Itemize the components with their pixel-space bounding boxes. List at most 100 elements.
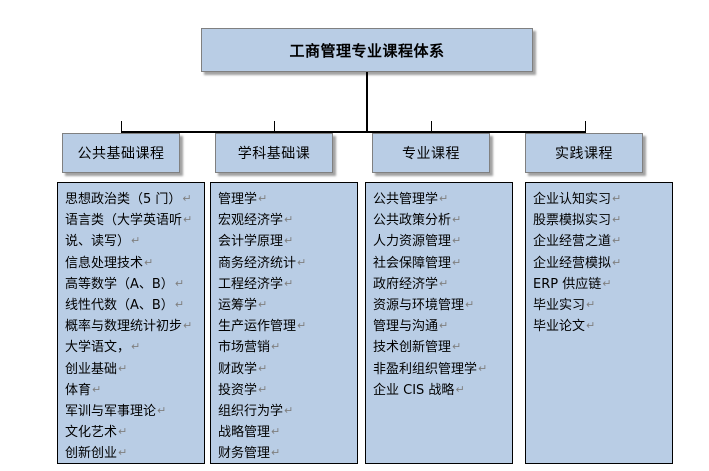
- paragraph-return-icon: ↵: [612, 234, 622, 248]
- paragraph-return-icon: ↵: [455, 382, 465, 396]
- course-item: 财政学↵: [218, 359, 357, 380]
- course-label: 企业经营之道: [533, 234, 612, 250]
- course-item: 信息处理技术↵: [65, 253, 204, 274]
- course-label: 股票模拟实习: [533, 213, 612, 229]
- course-item: 政府经济学↵: [373, 274, 512, 295]
- course-label: 财政学: [218, 361, 258, 377]
- course-item: 体育↵: [65, 380, 204, 401]
- course-item: 宏观经济学↵: [218, 210, 357, 231]
- course-item: 大学语文，↵: [65, 337, 204, 358]
- course-label: 工程经济学: [218, 276, 284, 292]
- course-label: 文化艺术: [65, 425, 118, 441]
- paragraph-return-icon: ↵: [452, 340, 462, 354]
- paragraph-return-icon: ↵: [271, 425, 281, 439]
- paragraph-return-icon: ↵: [131, 340, 141, 354]
- connector-drop-1: [274, 121, 275, 133]
- paragraph-return-icon: ↵: [271, 340, 281, 354]
- course-item: 企业经营之道↵: [533, 231, 672, 252]
- root-title: 工商管理专业课程体系: [289, 41, 445, 60]
- course-item: 创新创业↵: [65, 443, 204, 464]
- course-item: 企业经营模拟↵: [533, 253, 672, 274]
- course-item: 会计学原理↵: [218, 231, 357, 252]
- course-item: 投资学↵: [218, 380, 357, 401]
- course-item: 企业 CIS 战略↵: [373, 380, 512, 401]
- paragraph-return-icon: ↵: [284, 276, 294, 290]
- course-label: 宏观经济学: [218, 213, 284, 229]
- course-item: 运筹学↵: [218, 295, 357, 316]
- category-node-discipline-foundation[interactable]: 学科基础课: [215, 133, 333, 173]
- course-label: 商务经济统计: [218, 255, 297, 271]
- course-label: 说、读写）: [65, 234, 131, 250]
- course-item: 公共政策分析↵: [373, 210, 512, 231]
- paragraph-return-icon: ↵: [612, 192, 622, 205]
- course-label: 人力资源管理: [373, 234, 452, 250]
- course-label: 市场营销: [218, 340, 271, 356]
- paragraph-return-icon: ↵: [182, 192, 192, 205]
- course-item: 股票模拟实习↵: [533, 210, 672, 231]
- paragraph-return-icon: ↵: [284, 404, 294, 418]
- connector-stem: [366, 72, 368, 133]
- course-label: 思想政治类（5 门）: [65, 192, 182, 207]
- course-label: 公共政策分析: [373, 213, 452, 229]
- course-item: 非盈利组织管理学↵: [373, 359, 512, 380]
- course-item: 财务管理↵: [218, 443, 357, 464]
- course-item: 军训与军事理论↵: [65, 401, 204, 422]
- paragraph-return-icon: ↵: [612, 213, 622, 227]
- paragraph-return-icon: ↵: [284, 213, 294, 227]
- course-item: 高等数学（A、B）↵: [65, 274, 204, 295]
- paragraph-return-icon: ↵: [452, 213, 462, 227]
- paragraph-return-icon: ↵: [258, 298, 268, 312]
- paragraph-return-icon: ↵: [297, 255, 307, 269]
- course-item: 人力资源管理↵: [373, 231, 512, 252]
- course-item: 商务经济统计↵: [218, 253, 357, 274]
- category-label: 专业课程: [402, 146, 460, 162]
- paragraph-return-icon: ↵: [439, 319, 449, 333]
- course-item: 创业基础↵: [65, 359, 204, 380]
- course-label: 企业经营模拟: [533, 255, 612, 271]
- paragraph-return-icon: ↵: [284, 234, 294, 248]
- course-item: 毕业实习↵: [533, 295, 672, 316]
- course-label: 组织行为学: [218, 404, 284, 420]
- paragraph-return-icon: ↵: [602, 276, 612, 290]
- category-node-practice[interactable]: 实践课程: [525, 133, 643, 173]
- paragraph-return-icon: ↵: [131, 234, 141, 248]
- course-label: 生产运作管理: [218, 319, 297, 335]
- category-label: 学科基础课: [237, 146, 311, 162]
- course-item: 战略管理↵: [218, 422, 357, 443]
- root-node[interactable]: 工商管理专业课程体系: [201, 28, 533, 72]
- course-item: 管理与沟通↵: [373, 316, 512, 337]
- course-item: 生产运作管理↵: [218, 316, 357, 337]
- course-item: 语言类（大学英语听↵: [65, 210, 204, 231]
- course-label: ERP 供应链: [533, 276, 602, 292]
- course-label: 体育: [65, 382, 92, 398]
- category-label: 公共基础课程: [77, 146, 165, 162]
- category-node-major[interactable]: 专业课程: [372, 133, 490, 173]
- category-node-public-foundation[interactable]: 公共基础课程: [62, 133, 180, 173]
- connector-bus: [121, 131, 586, 133]
- paragraph-return-icon: ↵: [439, 192, 449, 205]
- paragraph-return-icon: ↵: [452, 255, 462, 269]
- paragraph-return-icon: ↵: [612, 255, 622, 269]
- paragraph-return-icon: ↵: [452, 234, 462, 248]
- course-list-major: 公共管理学↵公共政策分析↵人力资源管理↵社会保障管理↵政府经济学↵资源与环境管理…: [365, 182, 513, 464]
- course-label: 投资学: [218, 382, 258, 398]
- paragraph-return-icon: ↵: [144, 255, 154, 269]
- course-label: 技术创新管理: [373, 340, 452, 356]
- course-label: 资源与环境管理: [373, 298, 465, 314]
- course-label: 财务管理: [218, 446, 271, 462]
- paragraph-return-icon: ↵: [586, 319, 596, 333]
- paragraph-return-icon: ↵: [183, 213, 193, 227]
- course-label: 会计学原理: [218, 234, 284, 250]
- connector-drop-3: [585, 121, 586, 133]
- course-label: 概率与数理统计初步: [65, 319, 183, 335]
- paragraph-return-icon: ↵: [174, 276, 185, 290]
- course-item: 技术创新管理↵: [373, 337, 512, 358]
- course-item: 公共管理学↵: [373, 189, 512, 210]
- course-label: 毕业论文: [533, 319, 586, 335]
- course-label: 社会保障管理: [373, 255, 452, 271]
- course-item: 说、读写）↵: [65, 231, 204, 252]
- course-item: 概率与数理统计初步↵: [65, 316, 204, 337]
- course-label: 大学语文，: [65, 340, 131, 356]
- paragraph-return-icon: ↵: [174, 298, 185, 312]
